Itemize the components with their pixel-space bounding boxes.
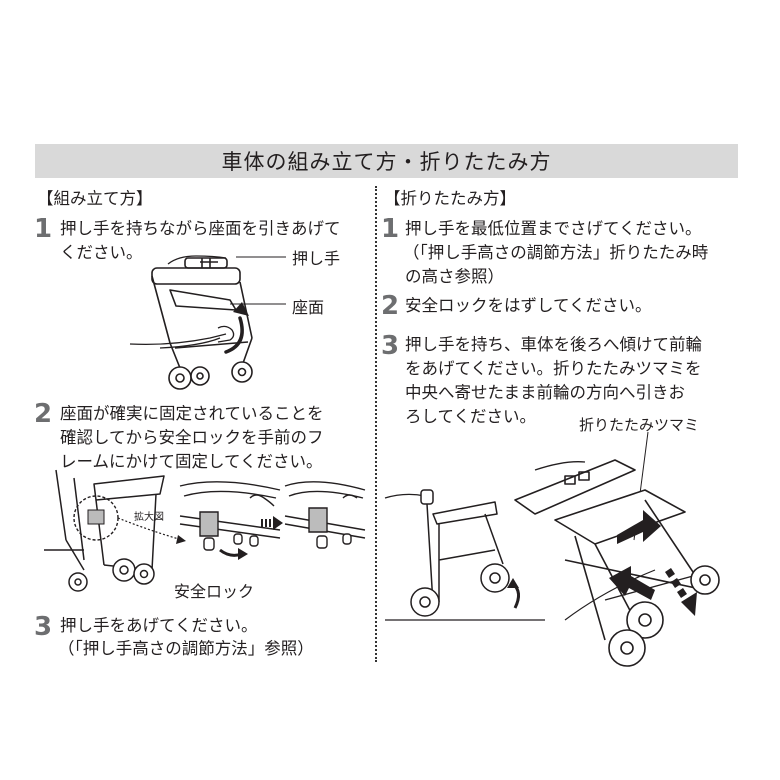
folding-step1-line3: の高さ参照） [405,267,504,286]
folding-step3-line4: ろしてください。 [405,407,537,426]
zoom-dotted-leader [117,517,186,544]
closeup-transition-arrow [261,516,283,530]
assembly-step2-number: 2 [34,399,53,429]
assembly-step1-line1: 押し手を持ちながら座面を引きあげて [60,219,341,238]
assembly-step2-line1: 座面が確実に固定されていることを [60,404,324,423]
folding-step3-line3: 中央へ寄せたまま前輪の方向へ引きお [405,383,686,402]
folding-step2-number: 2 [381,291,400,321]
folding-tilted-walker-illustration [384,489,545,621]
folding-step3-line2: をあげてください。折りたたみツマミを [405,359,702,378]
fold-knob-label: 折りたたみツマミ [579,416,700,434]
assembly-step2-line2: 確認してから安全ロックを手前のフ [60,428,324,447]
assembly-step1-line2: ください。 [60,243,143,262]
page-title: 車体の組み立て方・折りたたみ方 [35,144,738,178]
folding-heading: 【折りたたみ方】 [384,189,516,208]
seat-leader-line [230,303,286,305]
assembly-step1-illustration [129,255,253,390]
assembly-step3-line2: （「押し手高さの調節方法」参照） [58,639,314,658]
folding-step3-number: 3 [381,331,400,361]
folding-step1-line1: 押し手を最低位置までさげてください。 [405,219,702,238]
folding-step1-number: 1 [381,214,400,244]
zoom-label: 拡大図 [134,512,164,523]
folding-step2-line1: 安全ロックをはずしてください。 [405,296,652,315]
column-divider [375,186,377,662]
assembly-step2-line3: レームにかけて固定してください。 [60,452,323,471]
seat-label: 座面 [292,298,325,317]
push-handle-leader-line [236,256,286,258]
assembly-step2-walker-illustration [44,469,165,592]
assembly-heading: 【組み立て方】 [37,189,153,208]
safety-lock-label: 安全ロック [174,582,255,601]
assembly-step1-number: 1 [34,214,53,244]
assembly-step3-line1: 押し手をあげてください。 [60,616,258,635]
safety-lock-closeup-after [284,481,366,549]
folding-action-illustration [514,459,720,667]
safety-lock-closeup-before [179,481,281,560]
assembly-step3-number: 3 [34,612,53,642]
folding-step1-line2: （「押し手高さの調節方法」折りたたみ時 [403,243,709,262]
folding-step3-line1: 押し手を持ち、車体を後ろへ傾けて前輪 [405,335,702,354]
push-handle-label: 押し手 [292,249,341,268]
